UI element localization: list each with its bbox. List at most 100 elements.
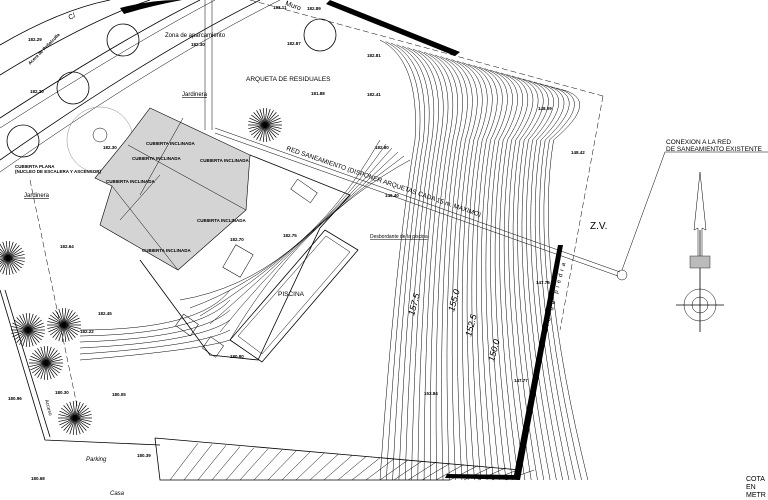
pool-outline [229,229,359,363]
palm-frond [264,124,282,129]
palm-frond [59,417,76,426]
palm-frond [7,257,20,271]
palm-frond [7,257,22,269]
palm-frond [45,362,63,367]
palm-frond [63,324,73,340]
top-wall [326,0,460,56]
contour-label: 155.0 [446,288,461,312]
palm-frond [264,124,271,142]
pool-label: PISCINA [278,291,305,298]
palm-frond [74,417,89,429]
spot-elevations: 183.11 182.89 182.87 182.81 181.88 182.4… [8,5,585,481]
palm-tree-icon [58,401,92,435]
palm-frond [264,124,279,136]
contour-line [412,48,444,481]
palm-frond [48,324,65,333]
contour-line [508,75,534,481]
palm-frond [34,362,47,376]
palm-frond [63,321,81,326]
hatch-line [267,450,297,481]
palm-frond [25,329,29,347]
contour-line [418,50,449,481]
hatch-line [281,451,311,481]
tree-icon [56,71,90,105]
palm-frond [259,108,266,126]
contour-line [79,329,231,355]
elevation-label: 180.30 [55,390,69,395]
palm-frond [72,401,76,419]
palm-frond [27,313,31,331]
contour-line [396,44,430,481]
palm-frond [2,241,9,259]
hatch-line [365,458,395,481]
elevation-label: 147.75 [536,280,550,285]
hatch-line [491,468,521,481]
palm-frond [29,359,47,364]
elevation-label: 181.88 [311,91,325,96]
hatch-line [351,457,381,481]
hatch-line [197,445,227,481]
palm-frond [27,329,42,341]
stairs-icon [202,336,224,358]
street-wall-label: Muro [284,0,301,12]
palm-frond [50,324,65,336]
connection-label-line1: CONEXION A LA RED [666,139,731,146]
contour-line [79,309,231,343]
contour-elevation-labels: 157.5 155.0 152.5 150.0 [406,288,501,362]
bottom-retaining-area [154,437,535,481]
palm-frond [262,108,266,126]
hatch-line [323,455,353,481]
palm-frond [74,410,91,419]
terrace [139,154,359,363]
elevation-label: 180.39 [137,453,151,458]
contour-line [423,51,454,481]
building-roofs [94,107,251,271]
elevation-label: 146.40 [385,193,399,198]
palm-frond [61,407,76,419]
palm-frond [0,257,9,273]
elevation-label: 182.41 [367,92,381,97]
sewer-network-label: RED SANEAMIENTO (DISPONER ARQUETAS CADA … [285,145,481,218]
elevation-label: 182.89 [307,6,321,11]
palm-frond [256,110,266,126]
palm-frond [63,405,76,419]
stairs-icon [290,178,318,204]
palm-frond [253,112,266,126]
palm-frond [45,350,58,364]
hatch-line [225,447,255,481]
palm-frond [74,417,84,433]
palm-frond [264,110,274,126]
contour-line [494,71,518,481]
palm-frond [74,417,87,431]
palm-frond [5,257,9,275]
house-label: Casa [110,491,125,497]
contour-line [219,155,405,333]
palm-frond [45,362,60,374]
palm-frond [74,417,81,435]
palm-frond [63,312,76,326]
palm-tree-icon [248,108,282,142]
palm-frond [2,257,9,275]
contour-line [434,54,463,481]
palm-frond [30,355,47,364]
palm-frond [0,257,9,261]
contour-line [79,319,231,349]
palm-frond [27,326,45,331]
elevation-label: 182.29 [28,37,42,42]
contour-line [445,57,473,481]
green-zone-label: Z.V. [590,221,607,232]
palm-frond [264,112,277,126]
elevation-label: 182.22 [80,329,94,334]
contour-line [512,77,539,481]
palm-frond [22,313,29,331]
palm-frond [264,114,279,126]
palm-frond [27,315,37,331]
palm-frond [12,329,29,338]
palm-frond [58,324,65,342]
contour-label: 157.5 [406,291,422,316]
residual-box-label: ARQUETA DE RESIDUALES [246,76,331,83]
palm-frond [7,254,25,259]
contour-line [478,66,503,481]
contour-line [530,83,563,481]
